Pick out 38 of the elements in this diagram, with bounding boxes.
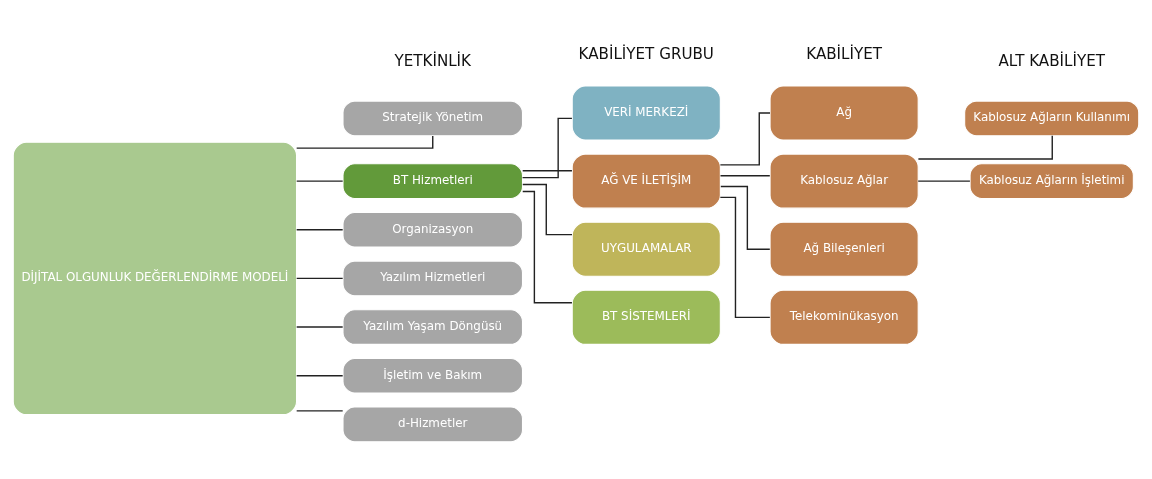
connector <box>295 277 344 280</box>
connector <box>917 135 1053 160</box>
node-box: BT Hizmetleri <box>342 163 523 199</box>
label: ALT KABİLİYET <box>998 52 1105 71</box>
node-box: Kablosuz Ağlar <box>769 153 919 209</box>
node-box: Yazılım Hizmetleri <box>342 260 523 297</box>
node-box: İşletim ve Bakım <box>342 357 523 394</box>
label: YETKİNLİK <box>394 52 472 71</box>
node-box: Ağ <box>769 85 919 141</box>
connector <box>295 326 344 328</box>
node-box: Organizasyon <box>342 211 523 248</box>
node-box: Kablosuz Ağların İşletimi <box>969 163 1134 199</box>
node-box: Telekominükasyon <box>769 289 919 345</box>
connector <box>719 196 771 319</box>
node-box: Yazılım Yaşam Döngüsü <box>342 309 523 345</box>
node-box: BT SİSTEMLERİ <box>571 289 721 345</box>
node-box: UYGULAMALAR <box>571 221 721 277</box>
connector <box>719 112 771 166</box>
connector <box>720 185 771 250</box>
connector <box>719 175 771 177</box>
connector <box>295 410 344 412</box>
connector <box>295 180 344 182</box>
connector <box>522 183 573 236</box>
connector <box>295 229 344 231</box>
node-box: VERİ MERKEZİ <box>571 85 721 141</box>
node-box: Ağ Bileşenleri <box>769 221 919 277</box>
node-box: Kablosuz Ağların Kullanımı <box>964 100 1140 137</box>
connector <box>295 375 344 377</box>
node-box: Stratejik Yönetim <box>342 100 523 137</box>
connector <box>522 170 573 172</box>
node-box: d-Hizmetler <box>342 406 523 443</box>
connector <box>295 135 434 149</box>
connector <box>522 190 573 304</box>
node-box: AĞ VE İLETİŞİM <box>571 153 721 209</box>
label: KABİLİYET <box>806 44 883 63</box>
connector <box>917 180 971 182</box>
node-box: DİJİTAL OLGUNLUK DEĞERLENDİRME MODELİ <box>12 141 298 416</box>
label: KABİLİYET GRUBU <box>578 44 714 63</box>
